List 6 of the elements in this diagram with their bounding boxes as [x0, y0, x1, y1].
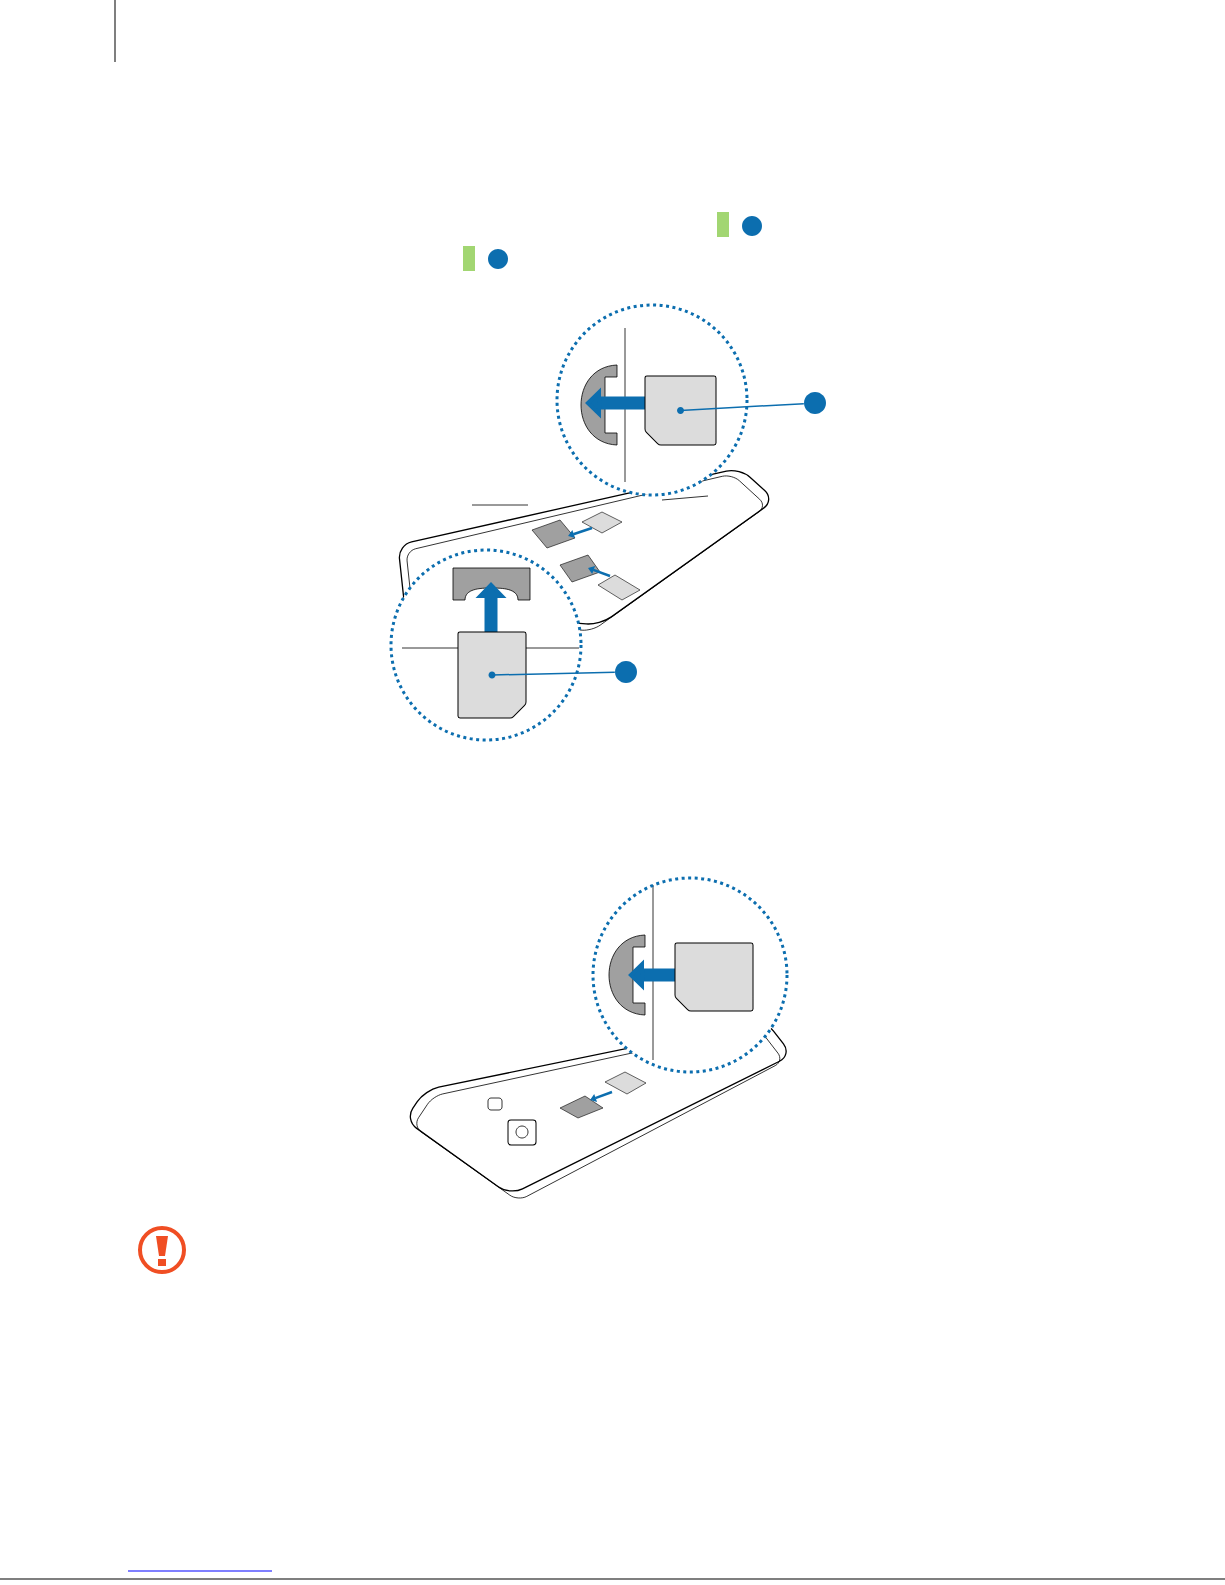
callout-dot — [615, 661, 637, 683]
callout-dot — [804, 392, 826, 414]
leader-line — [491, 671, 616, 676]
leader-line — [679, 402, 805, 412]
sim-card — [457, 631, 527, 719]
sim-card — [644, 375, 717, 446]
